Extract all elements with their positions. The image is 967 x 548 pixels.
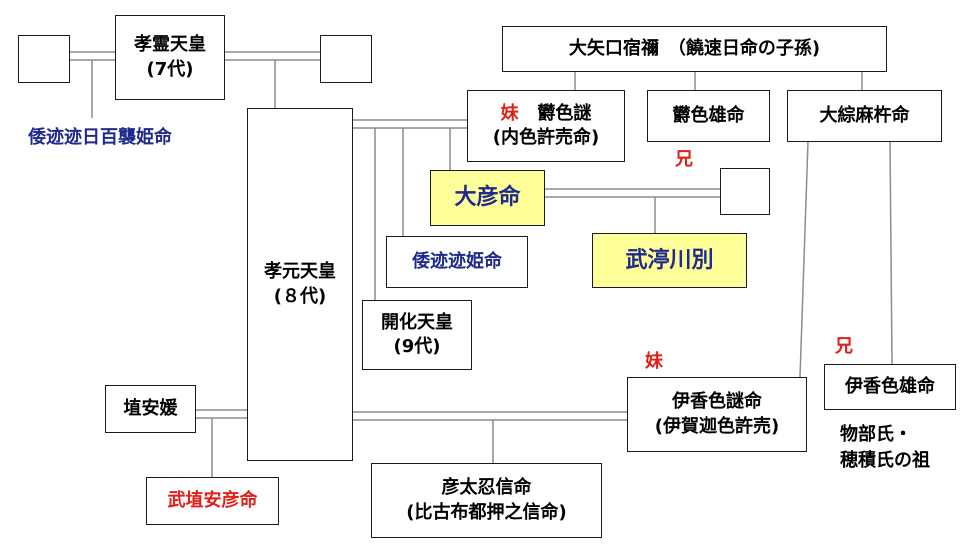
node-ikagashikoo[interactable]: 伊香色雄命 bbox=[824, 364, 956, 410]
empty-node-right-of-korei[interactable] bbox=[320, 35, 372, 83]
sister-label: 妹 bbox=[645, 351, 663, 372]
node-korei[interactable]: 孝霊天皇 (7代) bbox=[115, 15, 225, 100]
clan-ancestor-note: 物部氏・ 穂積氏の祖 bbox=[840, 422, 930, 474]
sister-label: 妹 bbox=[500, 102, 519, 124]
node-name: 大彦命 bbox=[454, 185, 521, 211]
node-generation: (7代) bbox=[146, 58, 194, 80]
node-takenunakawa[interactable]: 武渟川別 bbox=[592, 233, 747, 288]
brother-label: 兄 bbox=[675, 149, 693, 170]
node-generation: (9代) bbox=[393, 336, 441, 357]
node-name: 大綜麻杵命 bbox=[819, 104, 910, 126]
node-utsushikome[interactable]: 妹 欝色謎 (内色許売命) bbox=[467, 90, 625, 162]
empty-node-ohiko-spouse[interactable] bbox=[720, 168, 770, 215]
node-yamatototo-hi[interactable]: 倭迹迹日百襲姫命 bbox=[28, 127, 172, 148]
node-name: 武渟川別 bbox=[625, 247, 714, 273]
node-name: 妹 欝色謎 bbox=[501, 102, 592, 126]
node-ikagashikome[interactable]: 伊香色謎命 (伊賀迦色許売) bbox=[627, 377, 807, 452]
node-takehaniyasu[interactable]: 武埴安彦命 bbox=[146, 477, 279, 525]
node-name: 開化天皇 bbox=[381, 311, 453, 333]
empty-node-left-of-korei[interactable] bbox=[18, 35, 70, 83]
node-oheso[interactable]: 大綜麻杵命 bbox=[787, 90, 942, 142]
node-name: 彦太忍信命 bbox=[441, 477, 532, 499]
clan-note-line2: 穂積氏の祖 bbox=[840, 450, 930, 472]
node-ohiko[interactable]: 大彦命 bbox=[430, 170, 545, 226]
node-name: 伊香色雄命 bbox=[845, 375, 935, 397]
node-name: 武埴安彦命 bbox=[167, 489, 258, 511]
node-name: 埴安媛 bbox=[123, 397, 178, 419]
node-kaika[interactable]: 開化天皇 (9代) bbox=[362, 300, 472, 370]
node-name: 倭迹迹姫命 bbox=[412, 250, 502, 272]
node-utsushikoo[interactable]: 欝色雄命 bbox=[647, 90, 770, 142]
clan-note-line1: 物部氏・ bbox=[840, 424, 912, 445]
node-name: 欝色雄命 bbox=[672, 104, 745, 126]
node-alias: (比古布都押之信命) bbox=[406, 501, 567, 523]
brother-label: 兄 bbox=[835, 336, 853, 357]
node-hikofutsu[interactable]: 彦太忍信命 (比古布都押之信命) bbox=[371, 463, 602, 538]
node-alias: (内色許売命) bbox=[492, 127, 600, 148]
node-haniyasu[interactable]: 埴安媛 bbox=[105, 385, 196, 433]
node-kogen[interactable]: 孝元天皇 (８代) bbox=[247, 108, 353, 461]
node-name: 伊香色謎命 bbox=[672, 391, 762, 413]
node-generation: (８代) bbox=[273, 285, 327, 307]
node-alias: (伊賀迦色許売) bbox=[654, 415, 780, 437]
node-name: 孝霊天皇 bbox=[134, 34, 206, 56]
node-yamatototo-hime[interactable]: 倭迹迹姫命 bbox=[386, 236, 528, 288]
node-name: 大矢口宿禰 （饒速日命の子孫) bbox=[568, 37, 821, 59]
node-oyaguchi[interactable]: 大矢口宿禰 （饒速日命の子孫) bbox=[502, 26, 887, 72]
node-name-text: 欝色謎 bbox=[537, 102, 592, 124]
node-name: 孝元天皇 bbox=[264, 261, 336, 283]
